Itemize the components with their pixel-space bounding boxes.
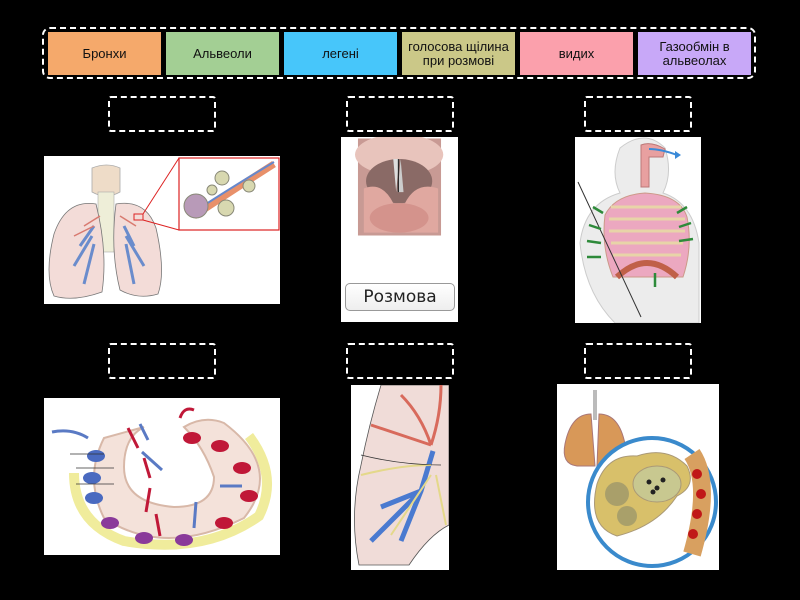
image-bronchial-tree: [351, 385, 449, 570]
alveolus-cycle-illustration: [51, 407, 272, 550]
image-vocal-cords: Розмова: [341, 137, 458, 322]
tile-holosova[interactable]: голосова щілина при розмові: [402, 32, 515, 75]
image-alveoli-magnified: [557, 384, 719, 570]
image-gas-exchange-cycle: [44, 398, 280, 555]
alveoli-magnified-illustration: [563, 390, 718, 568]
image-exhalation-diagram: [575, 137, 701, 323]
drop-zone-6[interactable]: [584, 343, 692, 379]
tile-leheni[interactable]: легені: [284, 32, 397, 75]
drop-zone-4[interactable]: [108, 343, 216, 379]
bronchial-tree-illustration: [354, 385, 449, 566]
tile-hazoobmin[interactable]: Газообмін в альвеолах: [638, 32, 751, 75]
caption-rozmova: Розмова: [345, 283, 455, 311]
word-bank: [42, 27, 756, 79]
drop-zone-5[interactable]: [346, 343, 454, 379]
lungs-illustration: [48, 157, 280, 299]
image-lungs-alveoli-inset: [44, 156, 280, 304]
drop-zone-2[interactable]: [346, 96, 454, 132]
chest-exhalation-illustration: [577, 137, 700, 323]
vocal-cords-photo: [355, 137, 444, 236]
drop-zone-3[interactable]: [584, 96, 692, 132]
tile-vydykh[interactable]: видих: [520, 32, 633, 75]
tile-alveoly[interactable]: Альвеоли: [166, 32, 279, 75]
drop-zone-1[interactable]: [108, 96, 216, 132]
tile-bronkhy[interactable]: Бронхи: [48, 32, 161, 75]
